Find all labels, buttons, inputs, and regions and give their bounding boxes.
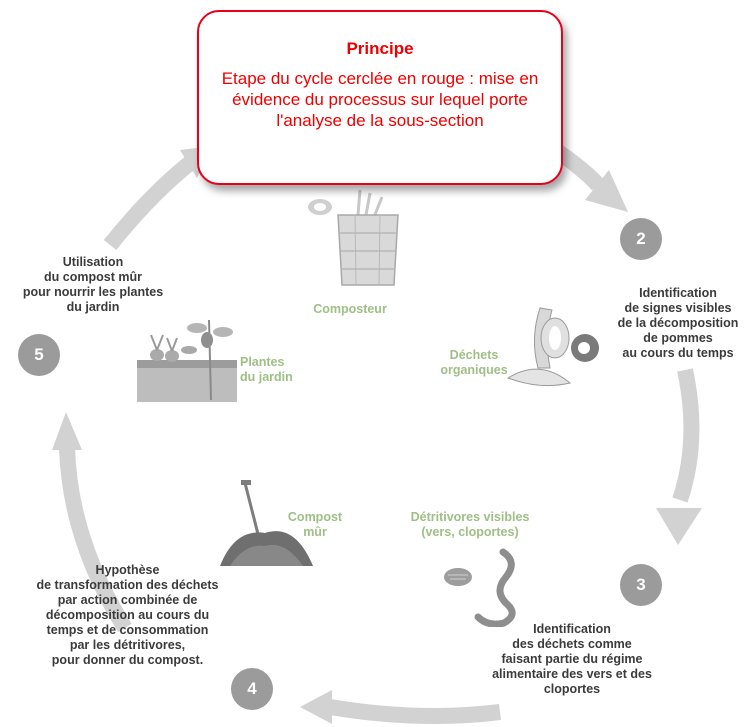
step-number-2: 2: [620, 218, 662, 260]
label-plantes-jardin: Plantes du jardin: [240, 355, 293, 384]
principe-callout: Principe Etape du cycle cerclée en rouge…: [197, 10, 563, 185]
composteur-illustration: [308, 189, 399, 286]
principe-title: Principe: [346, 39, 414, 58]
arrow-bottom: [328, 699, 501, 724]
arrow-left: [59, 447, 132, 633]
arrow-head-top-right: [585, 170, 628, 212]
label-compost-mur: Compost mûr: [287, 510, 343, 539]
dechets-organiques-illustration: [506, 307, 599, 387]
plantes-jardin-illustration: [137, 319, 237, 402]
compost-mur-illustration: [220, 480, 313, 566]
step-5-text: Utilisation du compost mûr pour nourrir …: [22, 255, 164, 314]
arrow-head-right: [656, 508, 702, 545]
detritivores-illustration: [444, 548, 516, 627]
label-composteur: Composteur: [313, 302, 387, 316]
arrow-head-bottom: [300, 690, 332, 724]
step-3-text: Identification des déchets comme faisant…: [492, 622, 652, 696]
step-number-3: 3: [620, 564, 662, 606]
arrow-head-left: [52, 412, 82, 450]
step-2-text: Identification de signes visibles de la …: [617, 286, 739, 360]
arrow-right: [672, 368, 700, 503]
step-4-text: Hypothèse de transformation des déchets …: [36, 563, 219, 667]
arrow-top-left: [103, 156, 195, 250]
principe-text: Etape du cycle cerclée en rouge : mise e…: [221, 69, 539, 130]
step-number-4: 4: [231, 668, 273, 710]
label-dechets-organiques: Déchets organiques: [440, 348, 508, 377]
step-number-5: 5: [18, 334, 60, 376]
label-detritivores: Détritivores visibles (vers, cloportes): [410, 510, 530, 539]
